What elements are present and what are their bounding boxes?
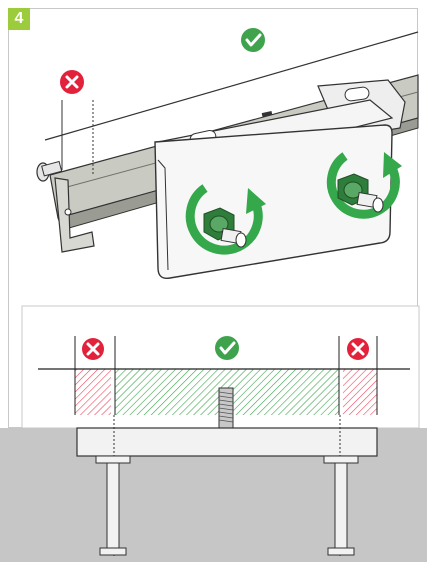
cross-icon — [60, 70, 84, 94]
rod-threads — [218, 391, 234, 423]
zone-right-incorrect — [343, 369, 377, 415]
zone-left-incorrect — [75, 369, 111, 415]
rotate-arrow-right — [326, 152, 400, 219]
bracket-notch — [261, 111, 273, 117]
bracket-edge-left — [157, 159, 169, 271]
check-icon — [215, 336, 239, 360]
rotate-arrow-left — [185, 184, 263, 255]
check-icon — [241, 28, 265, 52]
right-nut-assembly — [326, 152, 402, 219]
bracket-slot-top — [344, 86, 370, 102]
mounting-bracket — [154, 79, 406, 279]
bottom-bolt-right — [323, 455, 359, 556]
rail-edge-line — [44, 31, 419, 141]
bolt-left-tip — [235, 232, 247, 248]
cross-icon — [347, 338, 369, 360]
rail-end-profile — [54, 177, 95, 253]
bolt-right-tip — [372, 197, 384, 213]
end-bolt-shank — [41, 160, 63, 177]
bottom-bolt-left — [95, 455, 131, 556]
zone-diagram — [0, 305, 427, 562]
washer-left — [209, 215, 229, 233]
rail-end-hole — [64, 208, 72, 216]
cross-icon — [82, 338, 104, 360]
washer-right — [343, 181, 363, 199]
left-nut-assembly — [185, 184, 266, 255]
rotate-arrowhead-right — [383, 152, 402, 178]
step-number-badge: 4 — [8, 8, 30, 30]
rotate-arrowhead-left — [246, 188, 266, 214]
rail-cross-section — [76, 427, 378, 457]
